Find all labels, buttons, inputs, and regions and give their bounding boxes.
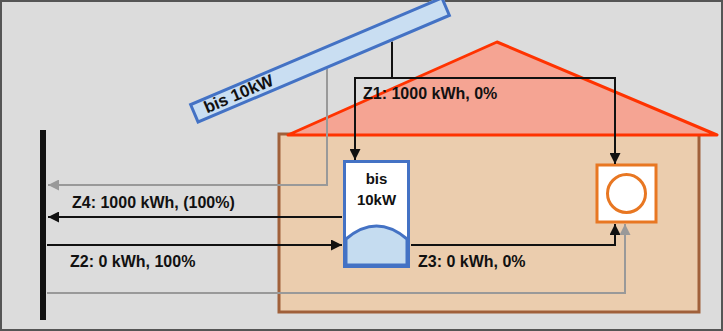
flow-label: Z1: 1000 kWh, 0% bbox=[363, 84, 497, 103]
flow-label: Z3: 0 kWh, 0% bbox=[418, 252, 526, 271]
grid-bar bbox=[40, 130, 46, 320]
flow-label: Z4: 1000 kWh, (100%) bbox=[72, 193, 235, 212]
consumer-box bbox=[597, 165, 656, 222]
battery-grid-line bbox=[48, 216, 342, 218]
consumer-circle bbox=[608, 175, 646, 213]
flow-label: Z2: 0 kWh, 100% bbox=[70, 252, 195, 271]
house-body bbox=[279, 134, 699, 312]
grid-battery-line bbox=[47, 244, 342, 246]
battery-box: bis 10kW bbox=[343, 160, 410, 268]
battery-dome bbox=[346, 226, 407, 265]
battery-consumer-line bbox=[411, 224, 615, 245]
battery-label: bis 10kW bbox=[346, 168, 407, 210]
grid-consumer-line bbox=[47, 224, 625, 293]
